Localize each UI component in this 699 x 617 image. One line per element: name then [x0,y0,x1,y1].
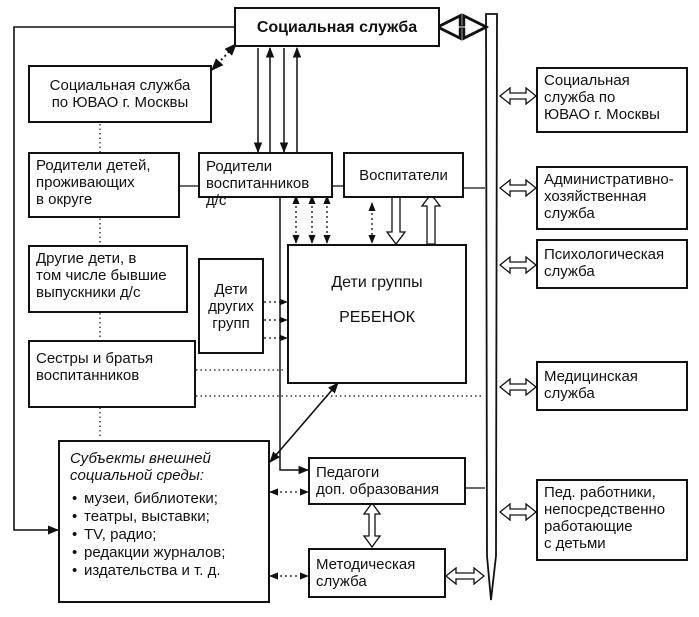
add-education-box: Педагоги доп. образования [308,457,466,505]
right-admin-box: Административно- хозяйственная служба [536,166,688,230]
social-service-box: Социальная служба [234,7,440,47]
right-social-yuvao-box: Социальная служба по ЮВАО г. Москвы [536,67,688,133]
bus-link-social-yuvao [498,86,538,106]
bus-link-medical [498,377,538,397]
parents-pupils-box: Родители воспитанников д/с [198,152,333,209]
main-bus [485,13,498,601]
other-children-box: Другие дети, в том числе бывшие выпускни… [28,245,188,313]
social-service-label: Социальная служба [256,18,418,36]
methodical-service-box: Методическая служба [308,548,446,598]
children-other-groups-box: Дети других групп [198,258,264,354]
bus-link-teachers [498,502,538,522]
link-loop-left [13,26,234,535]
right-teachers-box: Пед. работники, непосредственно работающ… [536,479,688,561]
educators-box: Воспитатели [343,152,464,198]
bus-link-admin [498,178,538,198]
external-subjects-box: Субъекты внешней социальной среды: музеи… [58,440,270,603]
group-children-box: Дети группы РЕБЕНОК [287,244,467,384]
bus-link-psych [498,255,538,275]
list-item: издательства и т. д. [72,562,258,580]
list-item: театры, выставки; [72,508,258,526]
right-medical-box: Медицинская служба [536,361,688,411]
external-subjects-list: музеи, библиотеки; театры, выставки; TV,… [70,490,258,580]
link-social-yuvao [211,43,237,71]
right-psych-box: Психологическая служба [536,239,688,289]
siblings-box: Сестры и братья воспитанников [28,340,196,408]
list-item: музеи, библиотеки; [72,490,258,508]
list-item: TV, радио; [72,526,258,544]
list-item: редакции журналов; [72,544,258,562]
social-service-yuvao-box: Социальная служба по ЮВАО г. Москвы [28,65,212,123]
parents-district-box: Родители детей, проживающих в округе [28,152,180,218]
